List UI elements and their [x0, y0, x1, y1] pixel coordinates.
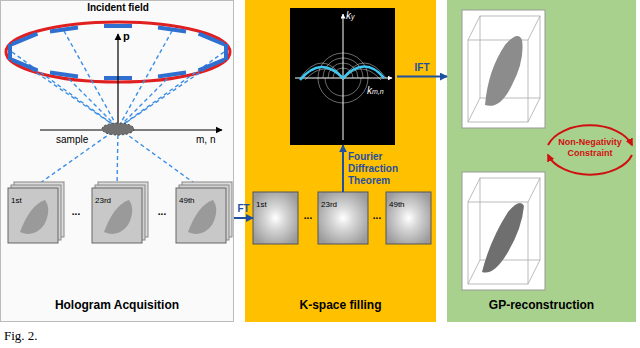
label-holder: ... — [158, 206, 166, 217]
edge-label-holder: IFT — [415, 62, 430, 74]
spectrum-thumb: 49th — [386, 192, 431, 244]
edge-label: IFT — [415, 62, 430, 74]
label-holder: ... — [304, 210, 312, 221]
frame-index: 23rd — [95, 196, 111, 205]
flow-arrow — [397, 76, 447, 78]
label-holder: m, n — [196, 134, 215, 145]
panel-title: GP-reconstruction — [489, 298, 594, 312]
axis-label: m, n — [196, 134, 215, 145]
part-label: sample — [56, 134, 88, 145]
panel-title: K-space filling — [299, 298, 381, 312]
panel-ground — [245, 0, 436, 322]
frame-index: 49th — [179, 196, 195, 205]
axis-label: p — [123, 30, 130, 42]
dashed-rays — [12, 31, 224, 188]
axis-line — [117, 34, 118, 128]
stage-panel: K-space filling ky km,n 1st 23rd 49th — [245, 0, 436, 322]
frame-index: 23rd — [321, 200, 337, 209]
ewald-arc — [300, 67, 384, 81]
edge-label-holder: Fourier Diffraction Theorem — [348, 151, 430, 187]
axis-label: km,n — [367, 85, 397, 98]
hologram-thumb: 49th — [176, 188, 226, 243]
kspace-box: ky km,n — [290, 8, 397, 145]
ellipsis: ... — [158, 206, 166, 217]
label-holder: ... — [72, 206, 80, 217]
spectrum-thumbs — [253, 192, 431, 244]
sample-shape — [102, 123, 134, 135]
flow-arrow — [342, 145, 344, 192]
stage-panel: Hologram Acquisition 1st 23rd 49th — [0, 0, 234, 322]
hologram-thumb: 23rd — [92, 188, 142, 243]
spectrum-thumb: 23rd — [318, 192, 368, 244]
figure-label: Incident field — [87, 2, 149, 13]
frame-index: 1st — [256, 200, 267, 209]
frame-index: 1st — [11, 196, 22, 205]
ellipsis: ... — [373, 210, 381, 221]
ellipsis: ... — [72, 206, 80, 217]
axis-label: ky — [346, 10, 397, 23]
edge-label-holder: FT — [237, 203, 249, 215]
panel-ground — [1, 1, 234, 322]
edge-label: Fourier Diffraction Theorem — [348, 151, 430, 187]
panel-ground — [447, 0, 636, 322]
label-holder: Non-Negativity Constraint — [555, 137, 625, 159]
flow-arrow — [234, 217, 253, 219]
label-holder: ... — [373, 210, 381, 221]
panel-title: Hologram Acquisition — [55, 298, 179, 312]
ellipsis: ... — [304, 210, 312, 221]
spectrum-thumb: 1st — [253, 192, 298, 244]
constraint-label: Non-Negativity Constraint — [555, 137, 625, 159]
label-holder: p — [123, 30, 130, 42]
kspace-image — [290, 8, 395, 145]
stage-panel: GP-reconstruction — [447, 0, 636, 322]
hologram-thumb: 1st — [8, 188, 58, 243]
label-holder: sample — [56, 134, 88, 145]
hologram-stack — [8, 182, 232, 243]
label-holder: Incident field — [87, 2, 149, 13]
caption-holder: Fig. 2. — [4, 328, 38, 344]
edge-label: FT — [237, 203, 249, 215]
reconstruction-view — [462, 10, 545, 290]
figure-caption: Fig. 2. — [4, 328, 38, 344]
frame-index: 49th — [389, 200, 405, 209]
